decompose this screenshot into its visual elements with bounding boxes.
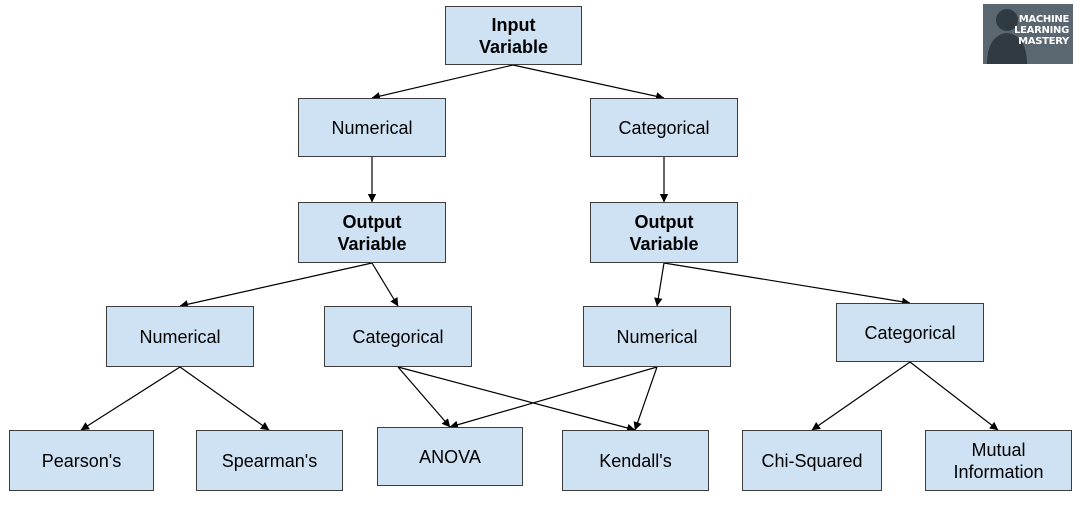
input-numerical-node: Numerical — [298, 98, 446, 157]
chi-squared-label: Chi-Squared — [761, 450, 863, 471]
spearmans-label: Spearman's — [221, 450, 318, 471]
edge-l_cat-to-kendall — [397, 366, 636, 433]
output-categorical-right-node: Categorical — [836, 303, 984, 362]
output-categorical-left-label: Categorical — [352, 326, 444, 347]
output-numerical-right-node: Numerical — [583, 306, 731, 367]
output-numerical-left-label: Numerical — [139, 326, 221, 347]
kendalls-label: Kendall's — [599, 450, 672, 471]
logo-line-1: MACHINE — [1018, 14, 1070, 25]
logo-line-2: LEARNING — [1014, 25, 1069, 36]
edge-r_cat-to-mi — [909, 361, 999, 431]
anova-node: ANOVA — [377, 427, 523, 486]
logo-silhouette-icon — [983, 4, 1073, 64]
edge-r_cat-to-chi — [811, 361, 911, 431]
input-variable-label: Input Variable — [478, 14, 549, 57]
edge-out_l-to-l_cat — [371, 262, 399, 307]
edge-l_num-to-pearson — [80, 366, 181, 431]
input-categorical-node: Categorical — [590, 98, 738, 157]
mutual-information-node: Mutual Information — [925, 430, 1072, 491]
output-variable-right-label: Output Variable — [629, 211, 699, 254]
output-variable-left-node: Output Variable — [298, 202, 446, 263]
output-categorical-right-label: Categorical — [864, 322, 956, 343]
edge-out_r-to-r_num — [654, 262, 665, 307]
edge-out_l-to-l_num — [179, 262, 373, 309]
chi-squared-node: Chi-Squared — [742, 430, 882, 491]
kendalls-node: Kendall's — [562, 430, 709, 491]
edge-r_num-to-kendall — [633, 366, 658, 431]
mutual-information-label: Mutual Information — [953, 439, 1044, 482]
machine-learning-mastery-logo: MACHINE LEARNING MASTERY — [983, 4, 1073, 64]
input-categorical-label: Categorical — [618, 117, 710, 138]
edge-r_num-to-anova — [449, 366, 658, 429]
edge-out_r-to-r_cat — [663, 262, 911, 306]
logo-text: MACHINE LEARNING MASTERY — [1009, 14, 1069, 47]
output-variable-left-label: Output Variable — [337, 211, 407, 254]
output-categorical-left-node: Categorical — [324, 306, 472, 367]
anova-label: ANOVA — [419, 446, 481, 467]
spearmans-node: Spearman's — [196, 430, 343, 491]
edge-root-to-in_num — [371, 64, 514, 101]
edge-l_num-to-spearman — [179, 366, 270, 431]
output-numerical-right-label: Numerical — [616, 326, 698, 347]
pearsons-node: Pearson's — [9, 430, 154, 491]
output-variable-right-node: Output Variable — [590, 202, 738, 263]
pearsons-label: Pearson's — [41, 450, 122, 471]
logo-line-3: MASTERY — [1018, 36, 1069, 47]
input-numerical-label: Numerical — [331, 117, 413, 138]
input-variable-node: Input Variable — [445, 6, 582, 65]
output-numerical-left-node: Numerical — [106, 306, 254, 367]
edge-root-to-in_cat — [512, 64, 665, 101]
edge-l_cat-to-anova — [397, 366, 451, 428]
